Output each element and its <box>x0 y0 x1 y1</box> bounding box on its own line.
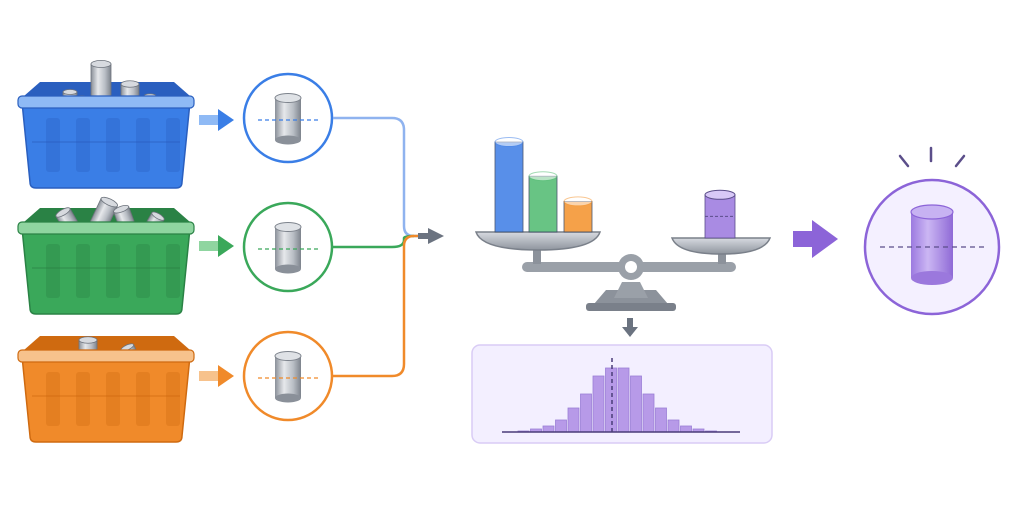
scale-foot <box>586 303 676 311</box>
bin-green <box>17 196 195 315</box>
right-pan-post <box>718 246 726 264</box>
sample-green <box>242 201 334 293</box>
down-arrow-head <box>622 327 638 337</box>
histogram-bar <box>642 393 655 433</box>
histogram-bar <box>592 375 605 433</box>
arrow-blue <box>199 109 234 131</box>
merge-connectors <box>333 116 444 378</box>
scale-pivot-hole <box>625 261 637 273</box>
merge-arrow-head <box>428 228 444 244</box>
histogram-bars <box>517 367 717 433</box>
weight-bar-3 <box>563 196 593 233</box>
bin-blue <box>17 60 195 189</box>
histogram-bar <box>655 407 667 433</box>
histogram-bar <box>567 407 580 433</box>
arrow-orange <box>199 365 234 387</box>
weight-bar-1 <box>494 137 524 233</box>
cylinder-icon <box>258 93 320 145</box>
result-arrow-head <box>812 220 838 258</box>
result-circle <box>863 146 1001 316</box>
sample-circles <box>242 72 334 422</box>
connector-blue <box>333 116 428 238</box>
down-arrow-stem <box>627 318 633 328</box>
sample-blue <box>242 72 334 164</box>
merge-arrow-stem <box>418 233 430 239</box>
connector-green <box>333 234 415 249</box>
balance-scale <box>474 137 772 337</box>
left-pan <box>474 231 602 251</box>
histogram-bar <box>580 393 592 433</box>
source-bins <box>17 60 195 443</box>
bin-to-sample-arrows <box>199 109 234 387</box>
result-arrow-stem <box>793 231 813 247</box>
left-pan-post <box>533 240 541 264</box>
right-pan <box>670 237 772 255</box>
cylinder-icon <box>880 204 984 285</box>
weight-bar-2 <box>528 171 558 233</box>
right-pan-weight <box>704 189 736 239</box>
result-arrow <box>793 220 838 258</box>
scale-post <box>614 282 648 298</box>
histogram-bar <box>617 367 630 433</box>
spark-left <box>898 154 910 168</box>
histogram-bar <box>542 425 555 433</box>
histogram-bar <box>680 425 692 433</box>
left-pan-weights <box>494 137 593 233</box>
cylinder-icon <box>258 351 320 403</box>
histogram-bar <box>667 419 680 433</box>
arrow-green <box>199 235 234 257</box>
histogram-bar <box>630 375 642 433</box>
histogram-bar <box>555 419 567 433</box>
bin-orange <box>17 336 195 443</box>
cylinder-icon <box>258 222 320 274</box>
spark-right <box>954 154 966 168</box>
histogram-bar <box>605 367 617 433</box>
sample-orange <box>242 330 334 422</box>
distribution-panel <box>471 344 773 444</box>
weight-bar-sample <box>704 189 736 239</box>
connector-orange <box>333 234 428 378</box>
